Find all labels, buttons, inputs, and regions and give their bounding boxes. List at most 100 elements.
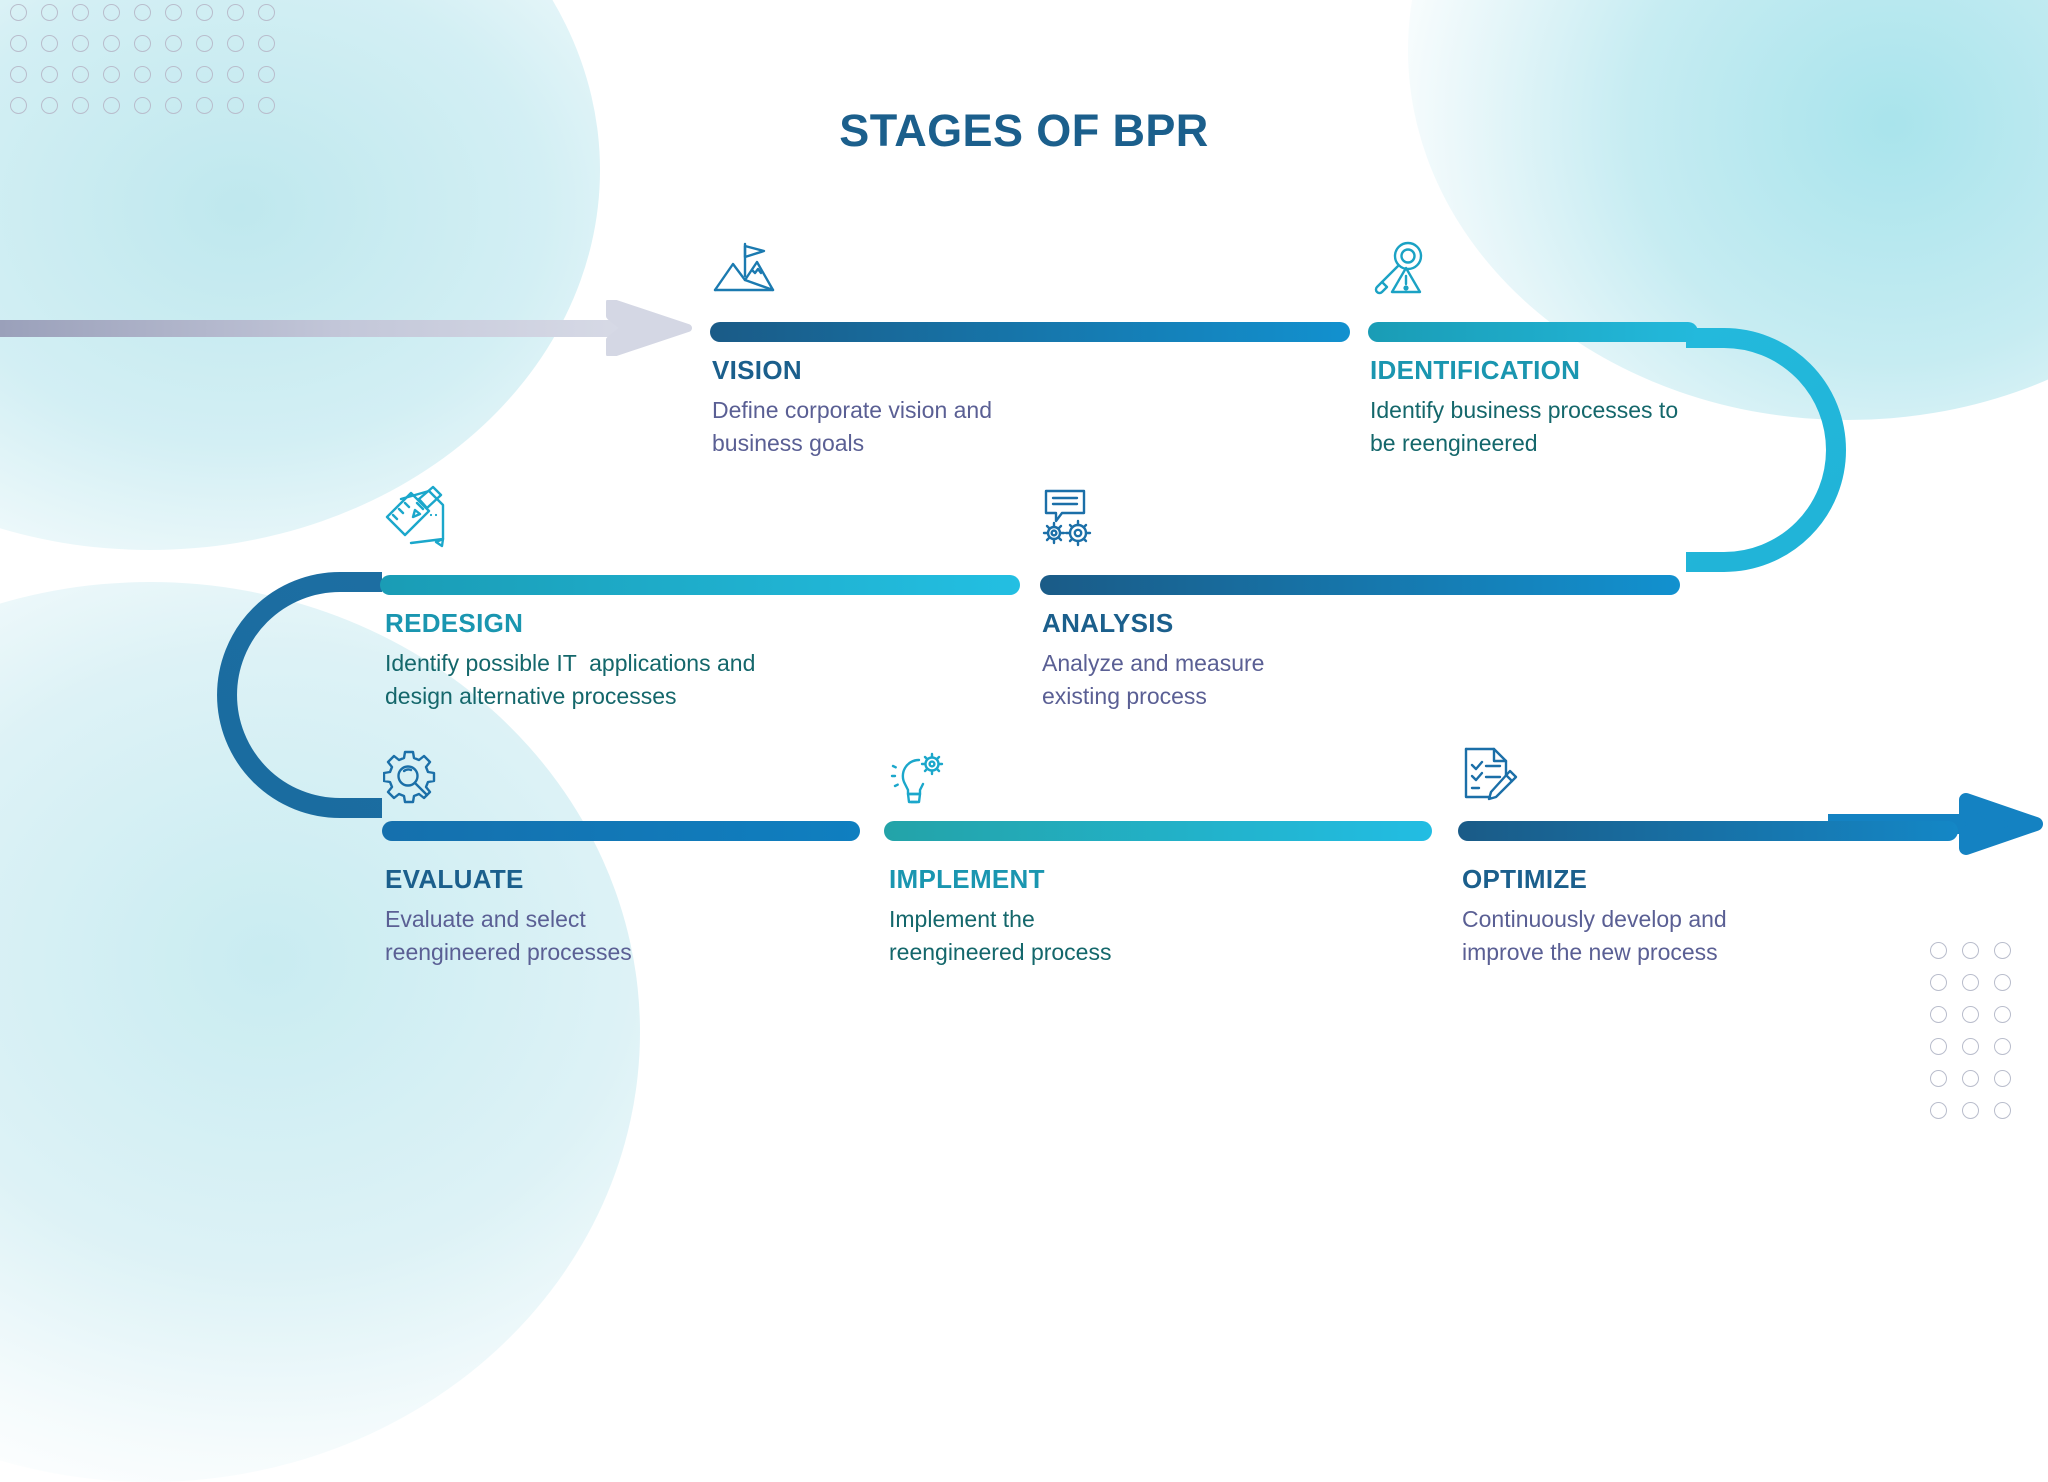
decorative-dot bbox=[134, 35, 151, 52]
chat-gears-icon bbox=[1040, 485, 1104, 554]
decorative-dot bbox=[1930, 1102, 1947, 1119]
decorative-dot bbox=[258, 97, 275, 114]
decorative-dot bbox=[1930, 974, 1947, 991]
stage-title-implement: IMPLEMENT bbox=[889, 864, 1045, 894]
decorative-dot bbox=[165, 66, 182, 83]
decorative-dot bbox=[72, 97, 89, 114]
decorative-dot bbox=[41, 66, 58, 83]
decorative-dot bbox=[1994, 1102, 2011, 1119]
stage-bar-identification bbox=[1368, 322, 1698, 342]
decorative-dot bbox=[258, 4, 275, 21]
decorative-dot bbox=[196, 35, 213, 52]
desc-line: Identify business processes to bbox=[1370, 397, 1679, 423]
stage-bar-evaluate bbox=[382, 821, 860, 841]
checklist-pencil-icon bbox=[1460, 745, 1520, 812]
decorative-dot bbox=[258, 66, 275, 83]
decorative-dot bbox=[196, 97, 213, 114]
decorative-dot bbox=[1930, 942, 1947, 959]
decorative-dot bbox=[103, 97, 120, 114]
decorative-dot bbox=[41, 97, 58, 114]
decorative-dot bbox=[10, 66, 27, 83]
decorative-dot bbox=[258, 35, 275, 52]
decorative-dot bbox=[227, 66, 244, 83]
stage-title-identification: IDENTIFICATION bbox=[1370, 355, 1581, 385]
decorative-dot bbox=[103, 4, 120, 21]
decorative-dot bbox=[1962, 942, 1979, 959]
stage-bar-implement bbox=[884, 821, 1432, 841]
decorative-dot bbox=[72, 35, 89, 52]
desc-line: reengineered process bbox=[889, 939, 1112, 965]
decorative-dot bbox=[134, 4, 151, 21]
u-turn-right-connector bbox=[1686, 328, 1846, 572]
decorative-dot bbox=[134, 97, 151, 114]
mountain-flag-icon bbox=[710, 240, 778, 307]
desc-line: Evaluate and select bbox=[385, 906, 586, 932]
stage-title-evaluate: EVALUATE bbox=[385, 864, 524, 894]
decorative-dot bbox=[1994, 974, 2011, 991]
decorative-dot bbox=[165, 35, 182, 52]
stage-desc-vision: Define corporate vision and business goa… bbox=[712, 394, 992, 460]
ruler-pencil-icon bbox=[383, 485, 453, 556]
decorative-dot bbox=[165, 4, 182, 21]
stage-title-analysis: ANALYSIS bbox=[1042, 608, 1174, 638]
decorative-dot bbox=[10, 4, 27, 21]
desc-line: Define corporate vision and bbox=[712, 397, 992, 423]
stage-desc-identification: Identify business processes to be reengi… bbox=[1370, 394, 1678, 460]
decorative-dot bbox=[196, 66, 213, 83]
decorative-dot bbox=[72, 66, 89, 83]
decorative-dot-grid-top-left bbox=[10, 4, 289, 128]
decorative-dot bbox=[1962, 1038, 1979, 1055]
page-title: STAGES OF BPR bbox=[839, 105, 1209, 156]
stage-desc-optimize: Continuously develop and improve the new… bbox=[1462, 903, 1727, 969]
gear-magnifier-icon bbox=[382, 750, 439, 811]
stage-bar-redesign bbox=[380, 575, 1020, 595]
stage-title-vision: VISION bbox=[712, 355, 802, 385]
decorative-dot bbox=[1994, 1070, 2011, 1087]
u-turn-left-connector bbox=[217, 572, 382, 818]
desc-line: existing process bbox=[1042, 683, 1207, 709]
decorative-dot bbox=[72, 4, 89, 21]
decorative-dot bbox=[227, 35, 244, 52]
stage-desc-analysis: Analyze and measure existing process bbox=[1042, 647, 1264, 713]
stage-title-optimize: OPTIMIZE bbox=[1462, 864, 1588, 894]
decorative-dot bbox=[41, 4, 58, 21]
stage-desc-redesign: Identify possible IT applications and de… bbox=[385, 647, 755, 713]
desc-line: improve the new process bbox=[1462, 939, 1718, 965]
decorative-dot bbox=[227, 4, 244, 21]
desc-line: Analyze and measure bbox=[1042, 650, 1265, 676]
decorative-dot bbox=[41, 35, 58, 52]
decorative-dot bbox=[1930, 1038, 1947, 1055]
decorative-dot bbox=[1962, 1102, 1979, 1119]
decorative-dot bbox=[227, 97, 244, 114]
stage-title-redesign: REDESIGN bbox=[385, 608, 524, 638]
lightbulb-gear-icon bbox=[887, 750, 947, 813]
desc-line: business goals bbox=[712, 430, 865, 456]
decorative-dot bbox=[1962, 1006, 1979, 1023]
decorative-dot bbox=[1930, 1070, 1947, 1087]
decorative-dot bbox=[10, 97, 27, 114]
stage-desc-evaluate: Evaluate and select reengineered process… bbox=[385, 903, 632, 969]
magnifier-warning-icon bbox=[1368, 240, 1434, 307]
decorative-dot bbox=[10, 35, 27, 52]
decorative-dot bbox=[1994, 1038, 2011, 1055]
decorative-dot bbox=[1994, 942, 2011, 959]
stage-bar-analysis bbox=[1040, 575, 1680, 595]
desc-line: Continuously develop and bbox=[1462, 906, 1727, 932]
stage-bar-vision bbox=[710, 322, 1350, 342]
desc-line: Implement the bbox=[889, 906, 1035, 932]
decorative-dot bbox=[165, 97, 182, 114]
stage-bar-optimize bbox=[1458, 821, 1958, 841]
desc-line: design alternative processes bbox=[385, 683, 677, 709]
decorative-dot bbox=[1962, 974, 1979, 991]
desc-line: Identify possible IT applications and bbox=[385, 650, 756, 676]
decorative-dot bbox=[103, 66, 120, 83]
desc-line: be reengineered bbox=[1370, 430, 1538, 456]
decorative-dot bbox=[196, 4, 213, 21]
decorative-dot bbox=[1962, 1070, 1979, 1087]
decorative-dot bbox=[103, 35, 120, 52]
intro-arrow-right-icon bbox=[0, 300, 692, 356]
decorative-dot-grid-bottom-right bbox=[1930, 942, 2026, 1134]
stage-desc-implement: Implement the reengineered process bbox=[889, 903, 1111, 969]
decorative-dot bbox=[134, 66, 151, 83]
decorative-dot bbox=[1994, 1006, 2011, 1023]
